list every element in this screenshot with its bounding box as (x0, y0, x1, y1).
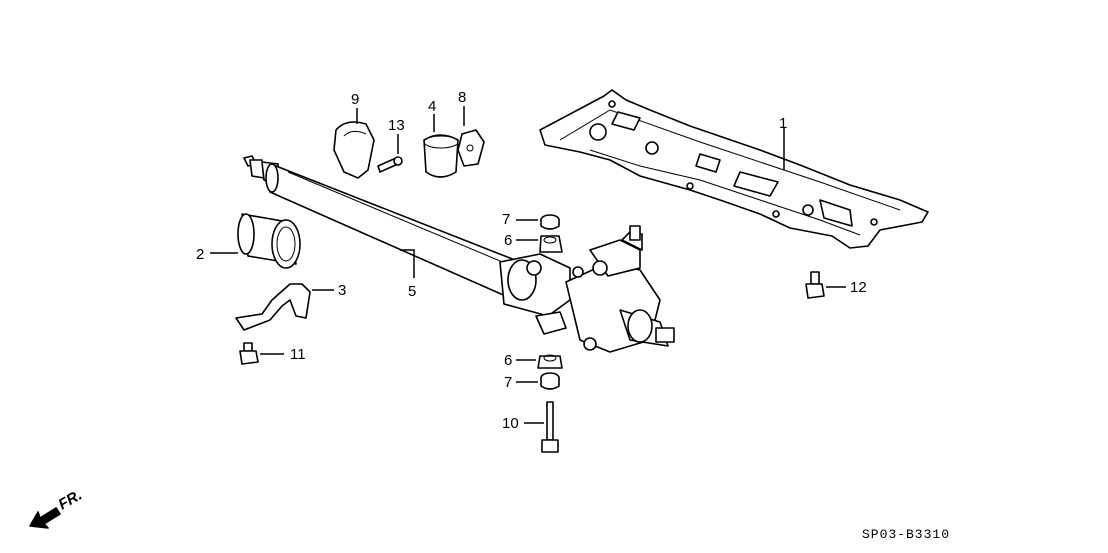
callout-7-lower: 7 (504, 374, 512, 391)
callout-6-lower: 6 (504, 352, 512, 369)
callout-13: 13 (388, 117, 405, 134)
rack-tube-part-5 (243, 155, 521, 299)
callout-11: 11 (290, 346, 306, 363)
front-direction-label: FR. (56, 487, 85, 514)
callout-9: 9 (351, 91, 359, 108)
bushing-part-2 (210, 213, 301, 269)
screw-part-13 (377, 134, 403, 173)
collar-part-7-upper (516, 214, 560, 230)
callout-3: 3 (338, 282, 346, 299)
bracket-part-3 (235, 283, 334, 331)
front-direction-arrow: FR. (29, 487, 85, 529)
bolt-part-10 (524, 401, 559, 453)
callout-1: 1 (779, 115, 787, 132)
callout-4: 4 (428, 98, 436, 115)
callout-2: 2 (196, 246, 204, 263)
diagram-code: SP03-B3310 (862, 527, 950, 542)
callout-7-upper: 7 (502, 211, 510, 228)
callout-8: 8 (458, 89, 466, 106)
nut-part-6-lower (516, 354, 563, 369)
bolt-part-12 (805, 271, 846, 299)
gear-housing (499, 225, 675, 353)
bolt-part-11 (239, 342, 284, 365)
collar-part-7-lower (516, 372, 560, 390)
callout-12: 12 (850, 279, 867, 296)
subframe-part-1 (539, 89, 929, 249)
callout-6-upper: 6 (504, 232, 512, 249)
clamp-part-9 (333, 108, 375, 179)
sleeve-part-4 (423, 114, 459, 178)
callout-10: 10 (502, 415, 519, 432)
nut-part-6-upper (516, 235, 563, 253)
callout-5: 5 (408, 283, 416, 300)
cushion-part-8 (457, 106, 485, 167)
